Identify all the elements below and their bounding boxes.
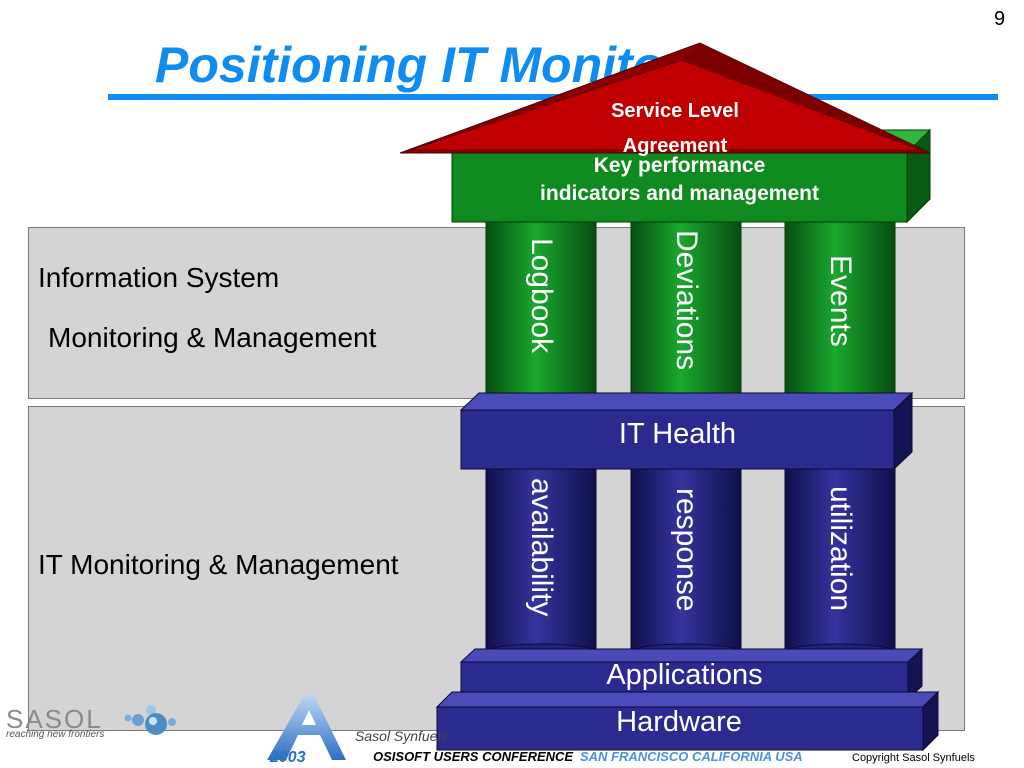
it-monitoring-label: IT Monitoring & Management — [38, 549, 399, 580]
sasol-logo-text: SASOL — [6, 704, 103, 734]
sasol-logo: SASOL — [6, 704, 176, 735]
copyright-text: Copyright Sasol Synfuels — [852, 752, 975, 764]
it-health-beam — [459, 391, 914, 471]
monitoring-management-label: Monitoring & Management — [48, 322, 377, 353]
it-health-label: IT Health — [618, 418, 737, 450]
utilization-label: utilization — [824, 486, 857, 612]
deviations-label: Deviations — [670, 230, 703, 371]
presenter-footer: Sasol Synfuels — [355, 728, 448, 744]
sla-label-line2: Agreement — [622, 135, 728, 157]
response-label: response — [670, 488, 703, 612]
kpi-label: Key performance indicators and managemen… — [452, 152, 907, 208]
pillar-utilization — [784, 465, 896, 661]
kpi-label-line1: Key performance — [593, 154, 766, 177]
availability-label: availability — [525, 478, 558, 617]
conference-emblem: 2003 — [267, 695, 346, 765]
logbook-label: Logbook — [525, 238, 558, 354]
events-label: Events — [824, 255, 857, 347]
hardware-label: Hardware — [616, 706, 742, 738]
conference-location: SAN FRANCISCO CALIFORNIA USA — [580, 749, 803, 764]
sla-label-line1: Service Level — [611, 100, 739, 122]
sla-roof — [399, 42, 931, 154]
slide-number: 9 — [994, 8, 1006, 30]
conference-name: OSISOFT USERS CONFERENCE — [373, 749, 574, 764]
pillar-availability — [485, 465, 597, 661]
sasol-tagline: reaching new frontiers — [6, 729, 105, 740]
applications-label: Applications — [606, 659, 763, 691]
kpi-label-line2: indicators and management — [540, 182, 819, 205]
hardware-beam — [435, 690, 940, 752]
information-system-label: Information System — [38, 262, 280, 293]
conference-year: 2003 — [269, 749, 306, 765]
sla-label: Service Level Agreement — [570, 94, 780, 164]
